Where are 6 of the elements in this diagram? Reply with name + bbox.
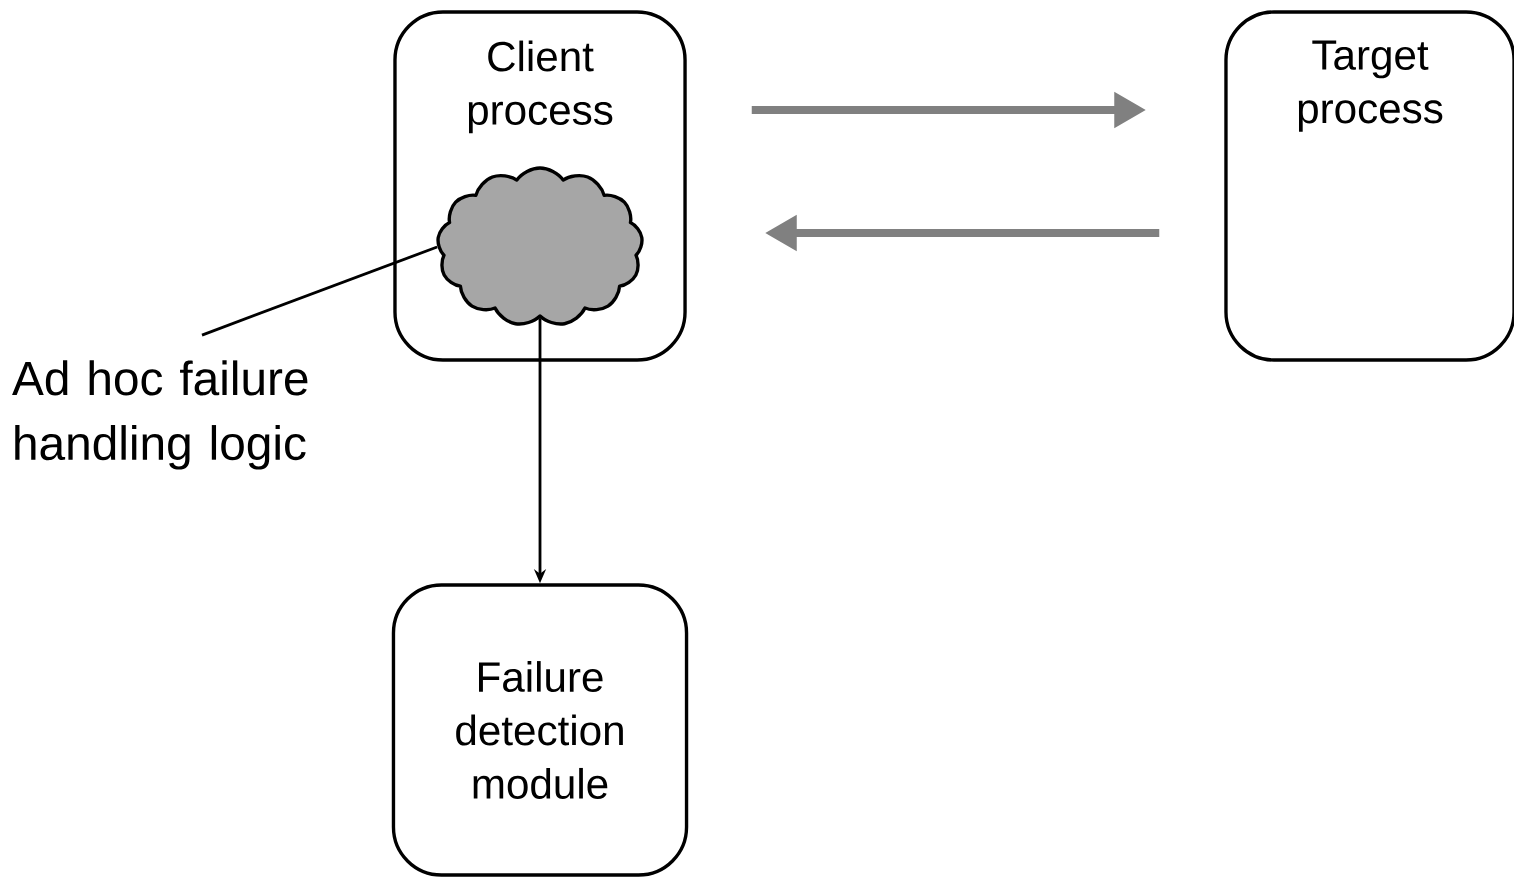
leader-line bbox=[201, 245, 438, 337]
module-box: Failure detection module bbox=[391, 583, 689, 877]
process-box: Client process bbox=[393, 10, 687, 362]
annotation-text: Ad hoc failure handling logic bbox=[12, 360, 308, 470]
cloud-shape bbox=[436, 166, 644, 326]
process-box: Target process bbox=[1224, 10, 1514, 362]
